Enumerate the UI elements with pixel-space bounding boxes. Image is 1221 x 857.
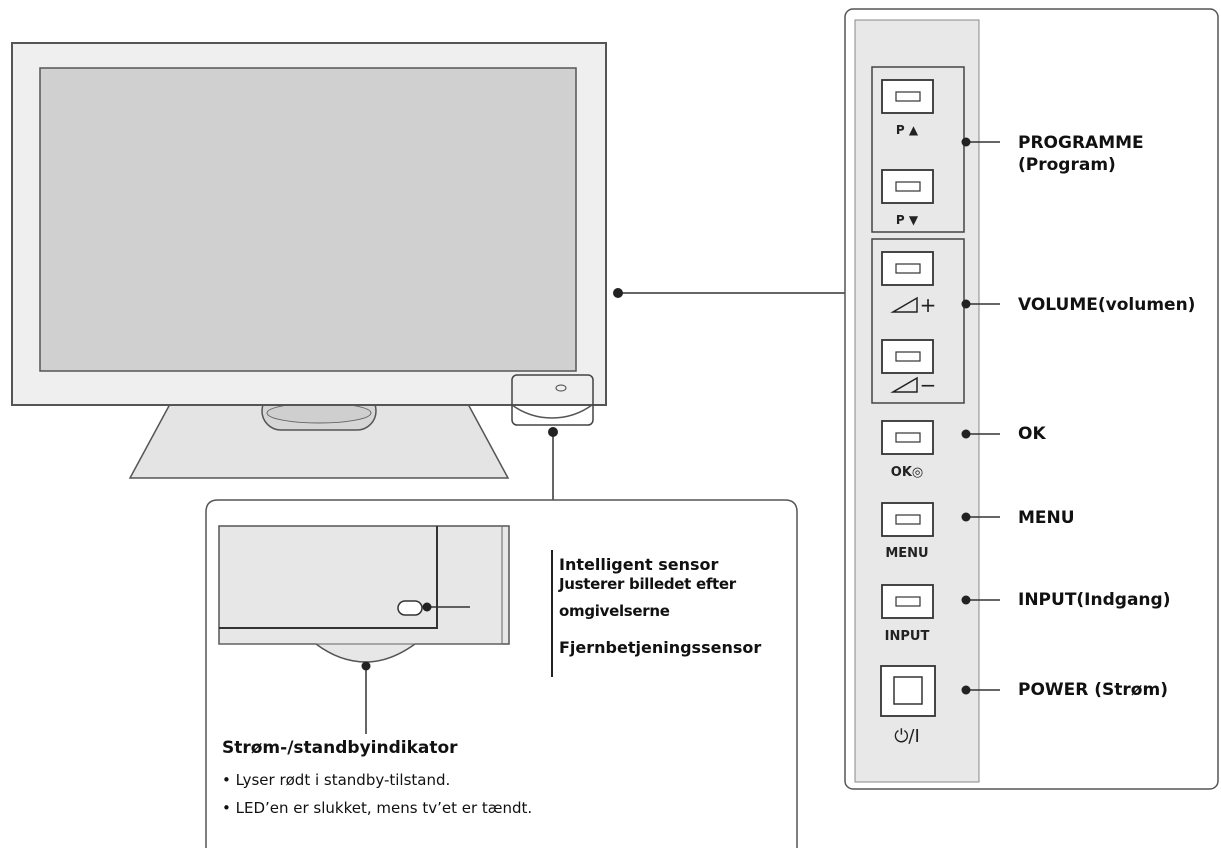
indicator-bullet-1: • Lyser rødt i standby-tilstand. xyxy=(222,771,451,789)
label-power: POWER (Strøm) xyxy=(1018,680,1168,700)
callout-lines xyxy=(966,141,1000,691)
caption-p-up: P ▲ xyxy=(895,123,919,137)
caption-menu: MENU xyxy=(885,546,929,561)
callout-dots xyxy=(961,137,971,695)
sensor-highlight-box xyxy=(511,374,594,426)
caption-input: INPUT xyxy=(884,629,930,644)
button-p-up[interactable] xyxy=(881,79,934,114)
label-programme-sub: (Program) xyxy=(1018,155,1116,175)
sensor-label-1: Intelligent sensor xyxy=(559,555,719,574)
sensor-label-4: Fjernbetjeningssensor xyxy=(559,638,762,657)
tv-body xyxy=(11,42,607,419)
button-input[interactable] xyxy=(881,584,934,619)
led-indicator-small xyxy=(555,384,567,392)
label-ok: OK xyxy=(1018,424,1046,444)
button-volume-down[interactable] xyxy=(881,339,934,374)
control-strip xyxy=(854,19,980,783)
button-volume-up[interactable] xyxy=(881,251,934,286)
caption-power: ⏻/I xyxy=(894,726,920,747)
button-menu[interactable] xyxy=(881,502,934,537)
button-ok[interactable] xyxy=(881,420,934,455)
indicator-title: Strøm-/standbyindikator xyxy=(222,738,458,758)
caption-volume-down: − xyxy=(919,373,937,397)
label-programme: PROGRAMME xyxy=(1018,133,1144,153)
button-power[interactable] xyxy=(880,665,936,717)
tv-side-dot xyxy=(613,288,623,298)
volume-down-icon xyxy=(890,376,918,393)
caption-ok: OK◎ xyxy=(890,465,924,480)
label-input: INPUT(Indgang) xyxy=(1018,590,1171,610)
button-p-down[interactable] xyxy=(881,169,934,204)
indicator-bullet-2: • LED’en er slukket, mens tv’et er tændt… xyxy=(222,799,533,817)
volume-up-icon xyxy=(890,296,918,313)
caption-volume-up: + xyxy=(919,293,937,317)
sensor-label-3: omgivelserne xyxy=(559,602,670,620)
label-volume: VOLUME(volumen) xyxy=(1018,295,1196,315)
label-menu: MENU xyxy=(1018,508,1075,528)
caption-p-down: P ▼ xyxy=(895,213,919,227)
control-panel-frame xyxy=(844,8,1219,790)
sensor-label-2: Justerer billedet efter xyxy=(559,575,736,593)
zoom-detail-box xyxy=(205,499,798,848)
sensor-dot xyxy=(548,427,558,437)
